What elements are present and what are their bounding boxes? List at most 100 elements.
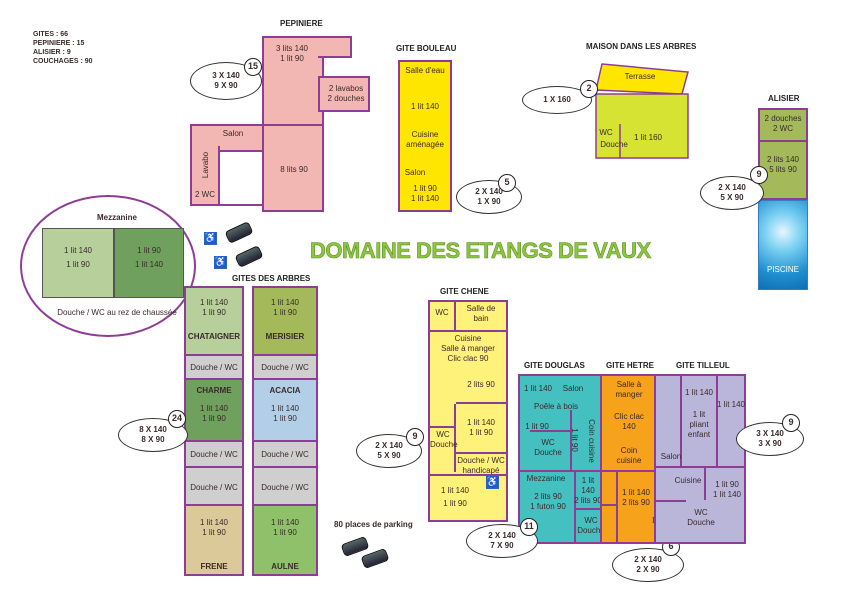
aulne-label: AULNE bbox=[271, 562, 299, 571]
summary-couchages: COUCHAGES : 90 bbox=[33, 58, 93, 65]
maison-douche: Douche bbox=[600, 140, 628, 149]
douglas-count: 11 bbox=[520, 518, 538, 536]
charme-label: CHARME bbox=[196, 386, 232, 395]
arbres-douche-wc: Douche / WC bbox=[190, 483, 238, 492]
bouleau-salle-eau: Salle d'eau bbox=[405, 66, 445, 75]
alisier-piscine-label: PISCINE bbox=[766, 265, 799, 274]
mezzanine-left bbox=[42, 228, 114, 298]
summary-pepiniere: PEPINIERE : 15 bbox=[33, 40, 85, 47]
mezzanine-title: Mezzanine bbox=[96, 213, 137, 222]
douglas-title: GITE DOUGLAS bbox=[524, 361, 585, 370]
main-title: DOMAINE DES ETANGS DE VAUX bbox=[310, 238, 652, 264]
maison-bed: 1 lit 160 bbox=[633, 133, 663, 142]
tilleul-bed140-b: 1 lit 140 bbox=[716, 400, 746, 409]
maison-terrasse: Terrasse bbox=[624, 72, 656, 81]
arbres-title: GITES DES ARBRES bbox=[232, 274, 311, 283]
parking-label: 80 places de parking bbox=[334, 520, 413, 529]
pepiniere-salon: Salon bbox=[222, 129, 244, 138]
alisier-building bbox=[758, 108, 808, 200]
pepiniere-title: PEPINIERE bbox=[280, 19, 323, 28]
bouleau-title: GITE BOULEAU bbox=[396, 44, 457, 53]
douglas-salon: Salon bbox=[562, 384, 584, 393]
acacia-label: ACACIA bbox=[269, 386, 301, 395]
arbres-douche-wc: Douche / WC bbox=[261, 483, 309, 492]
car-icon bbox=[234, 245, 264, 268]
maison-title: MAISON DANS LES ARBRES bbox=[586, 42, 697, 51]
maison-capacity: 1 X 160 bbox=[522, 86, 592, 114]
bouleau-count: 5 bbox=[498, 174, 516, 192]
bouleau-building bbox=[398, 60, 452, 212]
arbres-douche-wc: Douche / WC bbox=[190, 450, 238, 459]
alisier-piscine bbox=[758, 200, 808, 290]
bouleau-bed-140: 1 lit 140 bbox=[410, 102, 440, 111]
douglas-bed90: 1 lit 90 bbox=[525, 422, 549, 431]
tilleul-title: GITE TILLEUL bbox=[676, 361, 730, 370]
douglas-bed90-vert: 1 lit 90 bbox=[570, 428, 579, 452]
chene-title: GITE CHENE bbox=[440, 287, 489, 296]
summary: GITES : 66 PEPINIERE : 15 ALISIER : 9 CO… bbox=[33, 30, 93, 66]
pepiniere-count: 15 bbox=[244, 58, 262, 76]
chene-wc: WC bbox=[435, 308, 449, 317]
douglas-bed140: 1 lit 140 bbox=[523, 384, 553, 393]
arbres-douche-wc: Douche / WC bbox=[261, 450, 309, 459]
chene-2lits90: 2 lits 90 bbox=[467, 380, 495, 389]
douglas-coin-cuisine: Coin cuisine bbox=[587, 419, 596, 463]
summary-alisier: ALISIER : 9 bbox=[33, 49, 71, 56]
maison-count: 2 bbox=[580, 80, 598, 98]
car-icon bbox=[224, 221, 254, 244]
tilleul-salon: Salon bbox=[660, 452, 682, 461]
car-icon bbox=[360, 547, 390, 570]
mezzanine-callout bbox=[20, 195, 196, 337]
arbres-douche-wc: Douche / WC bbox=[261, 363, 309, 372]
tilleul-count: 9 bbox=[782, 414, 800, 432]
alisier-title: ALISIER bbox=[768, 94, 800, 103]
hetre-title: GITE HETRE bbox=[606, 361, 655, 370]
wheelchair-icon: ♿ bbox=[204, 232, 217, 245]
maison-wc: WC bbox=[599, 128, 613, 137]
alisier-count: 9 bbox=[750, 166, 768, 184]
pepiniere-wc: 2 WC bbox=[195, 190, 215, 199]
frene-label: FRENE bbox=[200, 562, 228, 571]
arbres-douche-wc: Douche / WC bbox=[190, 363, 238, 372]
wheelchair-icon: ♿ bbox=[214, 256, 227, 269]
mezzanine-note: Douche / WC au rez de chaussée bbox=[57, 308, 177, 317]
pepiniere-lavabo: Lavabo bbox=[201, 151, 210, 179]
bouleau-salon: Salon bbox=[404, 168, 426, 177]
tilleul-bed140: 1 lit 140 bbox=[684, 388, 714, 397]
wheelchair-icon: ♿ bbox=[486, 476, 499, 489]
arbres-count: 24 bbox=[168, 410, 186, 428]
chene-count: 9 bbox=[406, 428, 424, 446]
chataigner-label: CHATAIGNER bbox=[187, 332, 241, 341]
douglas-mezzanine: Mezzanine bbox=[526, 474, 566, 483]
mezzanine-right bbox=[114, 228, 184, 298]
